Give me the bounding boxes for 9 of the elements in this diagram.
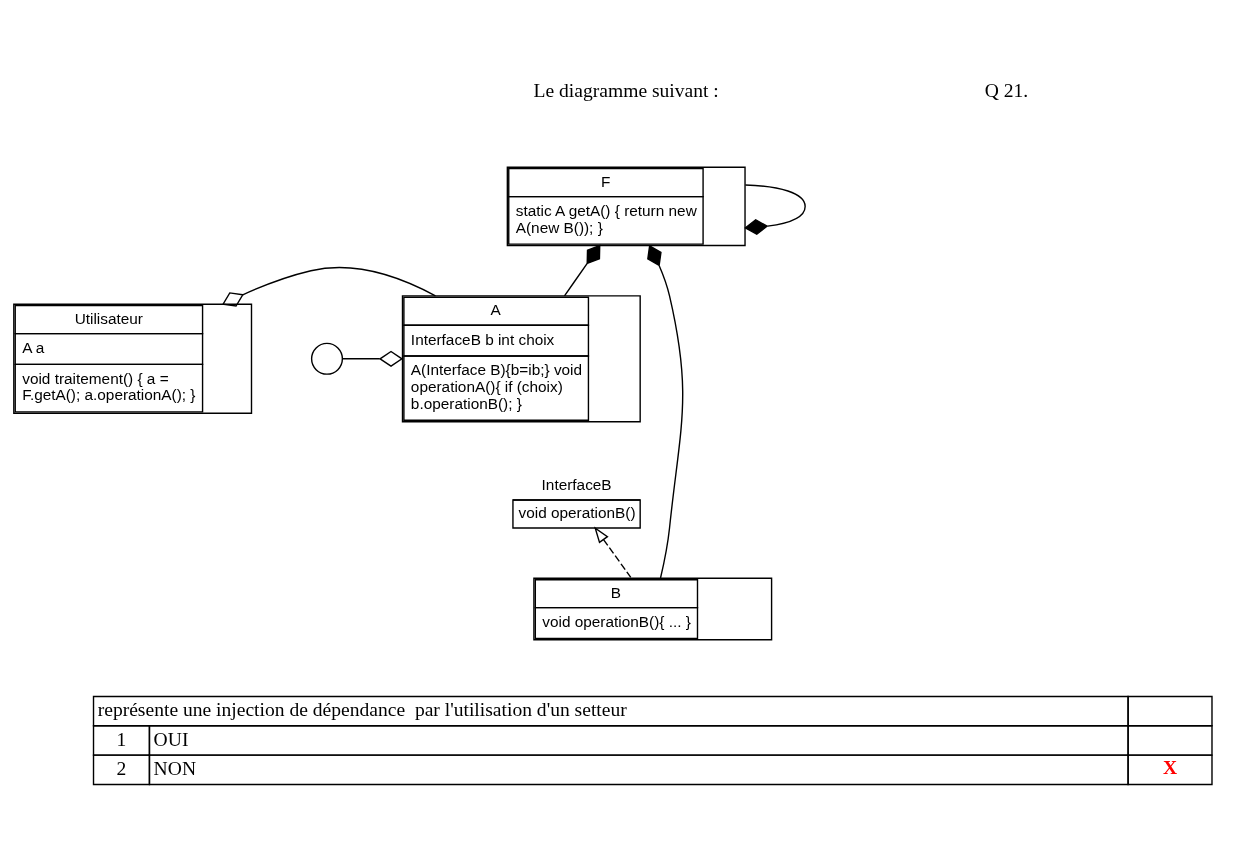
label: X xyxy=(1163,756,1178,778)
label: 1 xyxy=(116,728,127,750)
label: Le diagramme suivant : xyxy=(533,79,719,101)
label: NON xyxy=(153,757,197,779)
node-label: InterfaceB xyxy=(541,475,612,493)
label: représente une injection de dépendance par l'utilisation d'un setteur xyxy=(97,698,627,720)
label: Q 21. xyxy=(984,79,1029,101)
label: 2 xyxy=(116,757,127,779)
label: OUI xyxy=(153,728,189,750)
